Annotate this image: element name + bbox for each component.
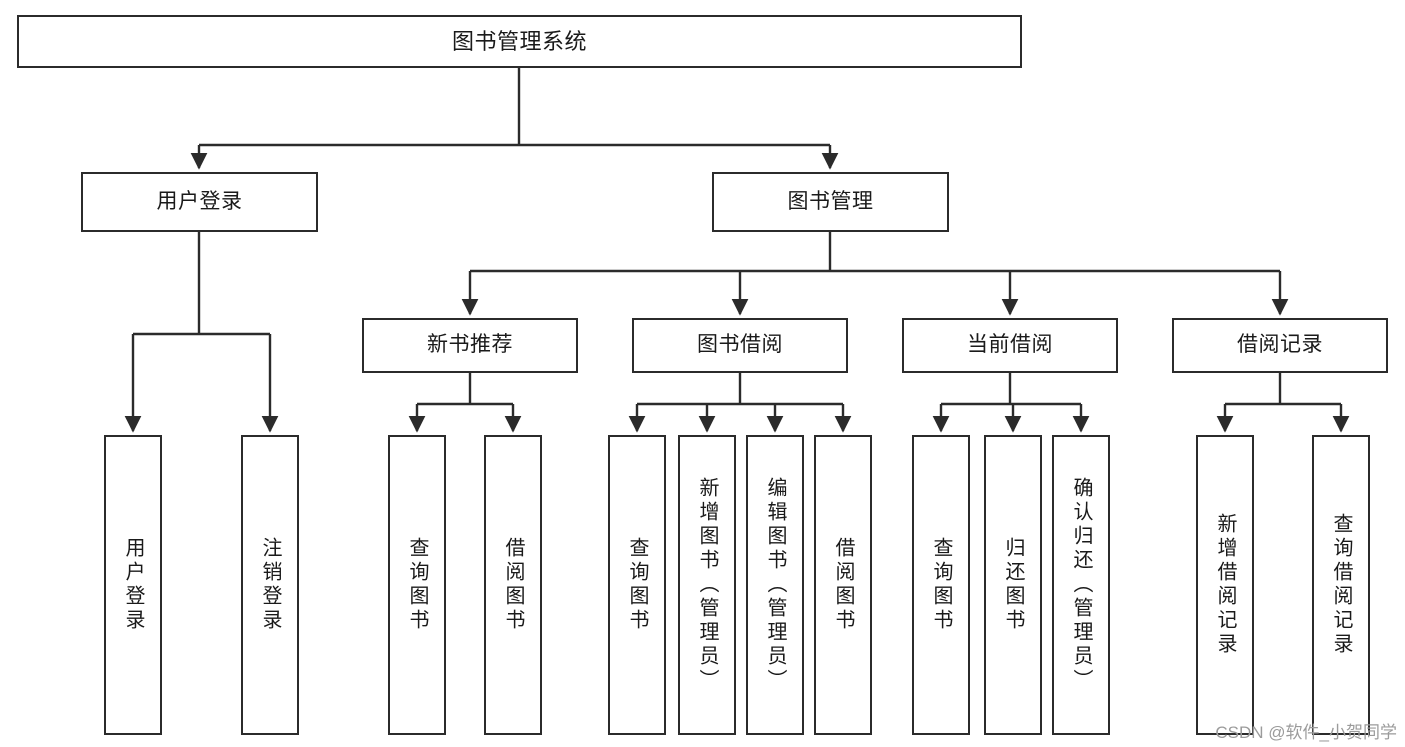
node-label: 编辑图书（管理员）: [764, 477, 786, 693]
watermark-text: CSDN @软件_小贺同学: [1215, 723, 1397, 742]
node-label: 查询图书: [626, 537, 648, 633]
node-label: 归还图书: [1002, 537, 1024, 633]
node-label: 查询借阅记录: [1330, 513, 1352, 657]
node-label: 图书管理系统: [451, 28, 587, 54]
node-label: 用户登录: [122, 537, 144, 633]
node-label: 确认归还（管理员）: [1070, 477, 1092, 693]
node-label: 新书推荐: [427, 333, 513, 357]
node-root-system[interactable]: 图书管理系统: [17, 15, 1022, 68]
node-leaf-edit-book[interactable]: 编辑图书（管理员）: [746, 435, 804, 735]
node-leaf-query-book-1[interactable]: 查询图书: [388, 435, 446, 735]
node-label: 借阅图书: [832, 537, 854, 633]
node-label: 查询图书: [406, 537, 428, 633]
node-leaf-user-logout[interactable]: 注销登录: [241, 435, 299, 735]
node-leaf-borrow-book-2[interactable]: 借阅图书: [814, 435, 872, 735]
node-label: 借阅记录: [1237, 333, 1323, 357]
node-borrow-record[interactable]: 借阅记录: [1172, 318, 1388, 373]
node-label: 图书管理: [787, 189, 874, 213]
node-leaf-confirm-return[interactable]: 确认归还（管理员）: [1052, 435, 1110, 735]
node-user-login[interactable]: 用户登录: [81, 172, 318, 232]
node-leaf-query-book-3[interactable]: 查询图书: [912, 435, 970, 735]
node-leaf-query-book-2[interactable]: 查询图书: [608, 435, 666, 735]
node-current-borrow[interactable]: 当前借阅: [902, 318, 1118, 373]
node-leaf-user-login[interactable]: 用户登录: [104, 435, 162, 735]
node-leaf-return-book[interactable]: 归还图书: [984, 435, 1042, 735]
node-leaf-borrow-book-1[interactable]: 借阅图书: [484, 435, 542, 735]
node-book-borrow[interactable]: 图书借阅: [632, 318, 848, 373]
node-label: 新增图书（管理员）: [696, 477, 718, 693]
node-label: 查询图书: [930, 537, 952, 633]
node-leaf-add-record[interactable]: 新增借阅记录: [1196, 435, 1254, 735]
node-leaf-query-record[interactable]: 查询借阅记录: [1312, 435, 1370, 735]
node-leaf-add-book[interactable]: 新增图书（管理员）: [678, 435, 736, 735]
node-label: 新增借阅记录: [1214, 513, 1236, 657]
node-label: 注销登录: [259, 537, 281, 633]
node-book-manage[interactable]: 图书管理: [712, 172, 949, 232]
node-new-book-recommend[interactable]: 新书推荐: [362, 318, 578, 373]
node-label: 用户登录: [156, 189, 243, 213]
node-label: 借阅图书: [502, 537, 524, 633]
node-label: 当前借阅: [967, 333, 1053, 357]
node-label: 图书借阅: [697, 333, 783, 357]
